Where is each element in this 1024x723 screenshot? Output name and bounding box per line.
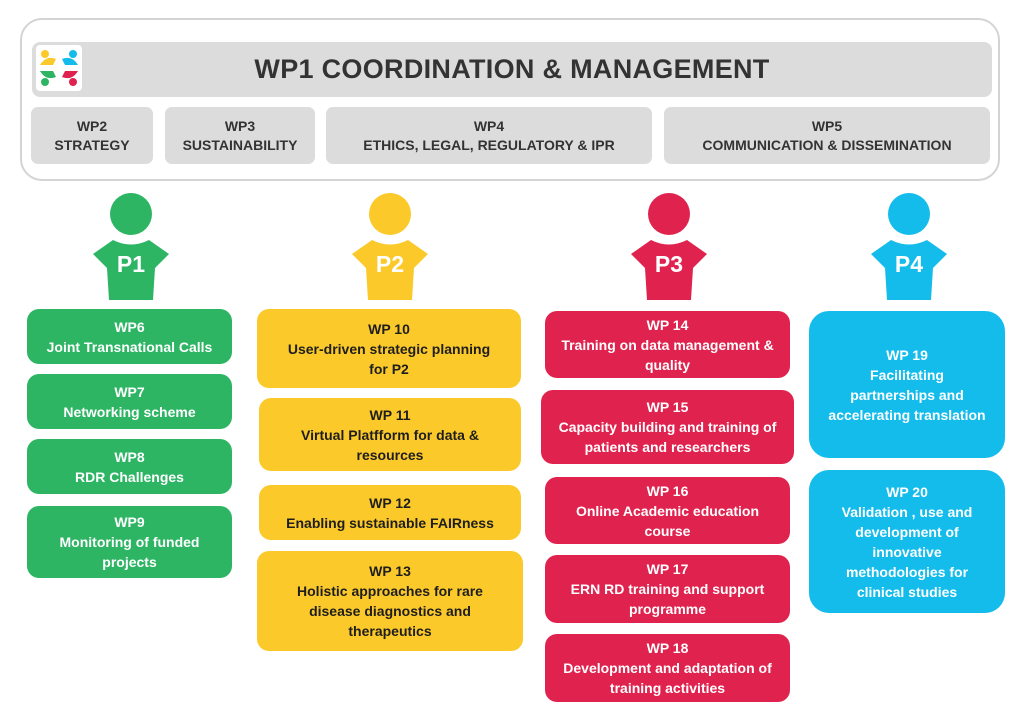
wp14-code: WP 14: [646, 316, 689, 333]
wp5-name: COMMUNICATION & DISSEMINATION: [702, 136, 952, 153]
logo-icon: [36, 45, 82, 91]
wp13-line-2: disease diagnostics and: [309, 603, 471, 619]
wp18-line-1: Development and adaptation of: [563, 660, 772, 676]
wp1-banner: WP1 COORDINATION & MANAGEMENT: [32, 42, 992, 97]
wp19-box: WP 19 Facilitating partnerships and acce…: [809, 311, 1005, 458]
wp3-code: WP3: [224, 117, 256, 134]
p2-label: P2: [375, 251, 405, 277]
wp16-line-1: Online Academic education: [575, 502, 760, 519]
wp10-line-2: for P2: [369, 360, 409, 377]
wp13-box: WP 13 Holistic approaches for rare disea…: [257, 551, 523, 651]
wp8-box: WP8 RDR Challenges: [27, 439, 232, 494]
wp4-code: WP4: [473, 117, 505, 134]
wp16-line-2: course: [644, 522, 691, 539]
wp19-line-2: partnerships and: [850, 386, 964, 403]
wp14-line-1: Training on data management &: [561, 336, 774, 353]
wp19-line-1: Facilitating: [870, 366, 944, 383]
wp11-box: WP 11 Virtual Platfform for data & resou…: [259, 398, 521, 471]
wp5-code: WP5: [811, 117, 843, 134]
wp2-box: WP2 STRATEGY: [31, 107, 153, 164]
wp17-line-1: ERN RD training and support: [570, 581, 765, 597]
wp15-line-1: Capacity building and training of: [558, 419, 777, 435]
wp20-line-3: innovative: [872, 543, 942, 560]
wp18-box: WP 18 Development and adaptation of trai…: [545, 634, 790, 702]
wp13-code: WP 13: [369, 563, 411, 579]
wp13-line-3: therapeutics: [348, 623, 432, 639]
wp1-title: WP1 COORDINATION & MANAGEMENT: [254, 54, 770, 84]
wp9-box: WP9 Monitoring of funded projects: [27, 506, 232, 578]
wp11-line-1: Virtual Platfform for data &: [301, 426, 479, 443]
wp6-box: WP6 Joint Transnational Calls: [27, 309, 232, 364]
wp20-line-2: development of: [855, 523, 959, 540]
wp2-name: STRATEGY: [54, 136, 130, 153]
wp11-line-2: resources: [356, 446, 424, 463]
wp20-line-5: clinical studies: [856, 583, 958, 600]
wp17-box: WP 17 ERN RD training and support progra…: [545, 555, 790, 623]
wp14-box: WP 14 Training on data management & qual…: [545, 311, 790, 378]
p1-label: P1: [116, 251, 146, 277]
wp7-box: WP7 Networking scheme: [27, 374, 232, 429]
wp15-line-2: patients and researchers: [584, 439, 751, 455]
wp4-name: ETHICS, LEGAL, REGULATORY & IPR: [363, 136, 615, 153]
wp5-box: WP5 COMMUNICATION & DISSEMINATION: [664, 107, 990, 164]
p4-label: P4: [894, 251, 924, 277]
wp14-line-2: quality: [644, 356, 691, 373]
wp15-code: WP 15: [646, 399, 689, 415]
wp19-code: WP 19: [886, 346, 928, 363]
wp16-box: WP 16 Online Academic education course: [545, 477, 790, 544]
wp7-code: WP7: [114, 383, 145, 400]
wp10-line-1: User-driven strategic planning: [287, 340, 491, 357]
wp12-box: WP 12 Enabling sustainable FAIRness: [259, 485, 521, 540]
wp19-line-3: accelerating translation: [828, 406, 986, 423]
wp16-code: WP 16: [646, 482, 689, 499]
p3-label: P3: [654, 251, 684, 277]
wp12-line: Enabling sustainable FAIRness: [286, 514, 494, 531]
wp20-code: WP 20: [886, 483, 928, 500]
wp9-line-2: projects: [102, 554, 157, 570]
wp13-line-1: Holistic approaches for rare: [297, 583, 483, 599]
wp3-name: SUSTAINABILITY: [182, 136, 298, 153]
wp20-line-1: Validation , use and: [841, 503, 973, 520]
wp12-code: WP 12: [369, 494, 411, 511]
p3-person-icon: P3: [617, 192, 721, 302]
wp7-line: Networking scheme: [63, 403, 196, 420]
wp18-line-2: training activities: [609, 680, 726, 696]
wp4-box: WP4 ETHICS, LEGAL, REGULATORY & IPR: [326, 107, 652, 164]
wp3-box: WP3 SUSTAINABILITY: [165, 107, 315, 164]
wp17-line-2: programme: [628, 601, 707, 617]
wp8-code: WP8: [114, 448, 145, 465]
wp2-code: WP2: [76, 117, 108, 134]
wp15-box: WP 15 Capacity building and training of …: [541, 390, 794, 464]
wp8-line: RDR Challenges: [75, 468, 184, 485]
p4-person-icon: P4: [857, 192, 961, 302]
p2-person-icon: P2: [338, 192, 442, 302]
wp9-code: WP9: [114, 514, 145, 530]
p1-person-icon: P1: [79, 192, 183, 302]
wp11-code: WP 11: [369, 406, 411, 423]
wp17-code: WP 17: [646, 561, 689, 577]
wp20-box: WP 20 Validation , use and development o…: [809, 470, 1005, 613]
wp20-line-4: methodologies for: [845, 563, 969, 580]
wp10-code: WP 10: [368, 320, 410, 337]
wp6-line: Joint Transnational Calls: [46, 338, 213, 355]
wp10-box: WP 10 User-driven strategic planning for…: [257, 309, 521, 388]
wp18-code: WP 18: [646, 640, 689, 656]
wp9-line-1: Monitoring of funded: [59, 534, 200, 550]
wp6-code: WP6: [114, 318, 145, 335]
